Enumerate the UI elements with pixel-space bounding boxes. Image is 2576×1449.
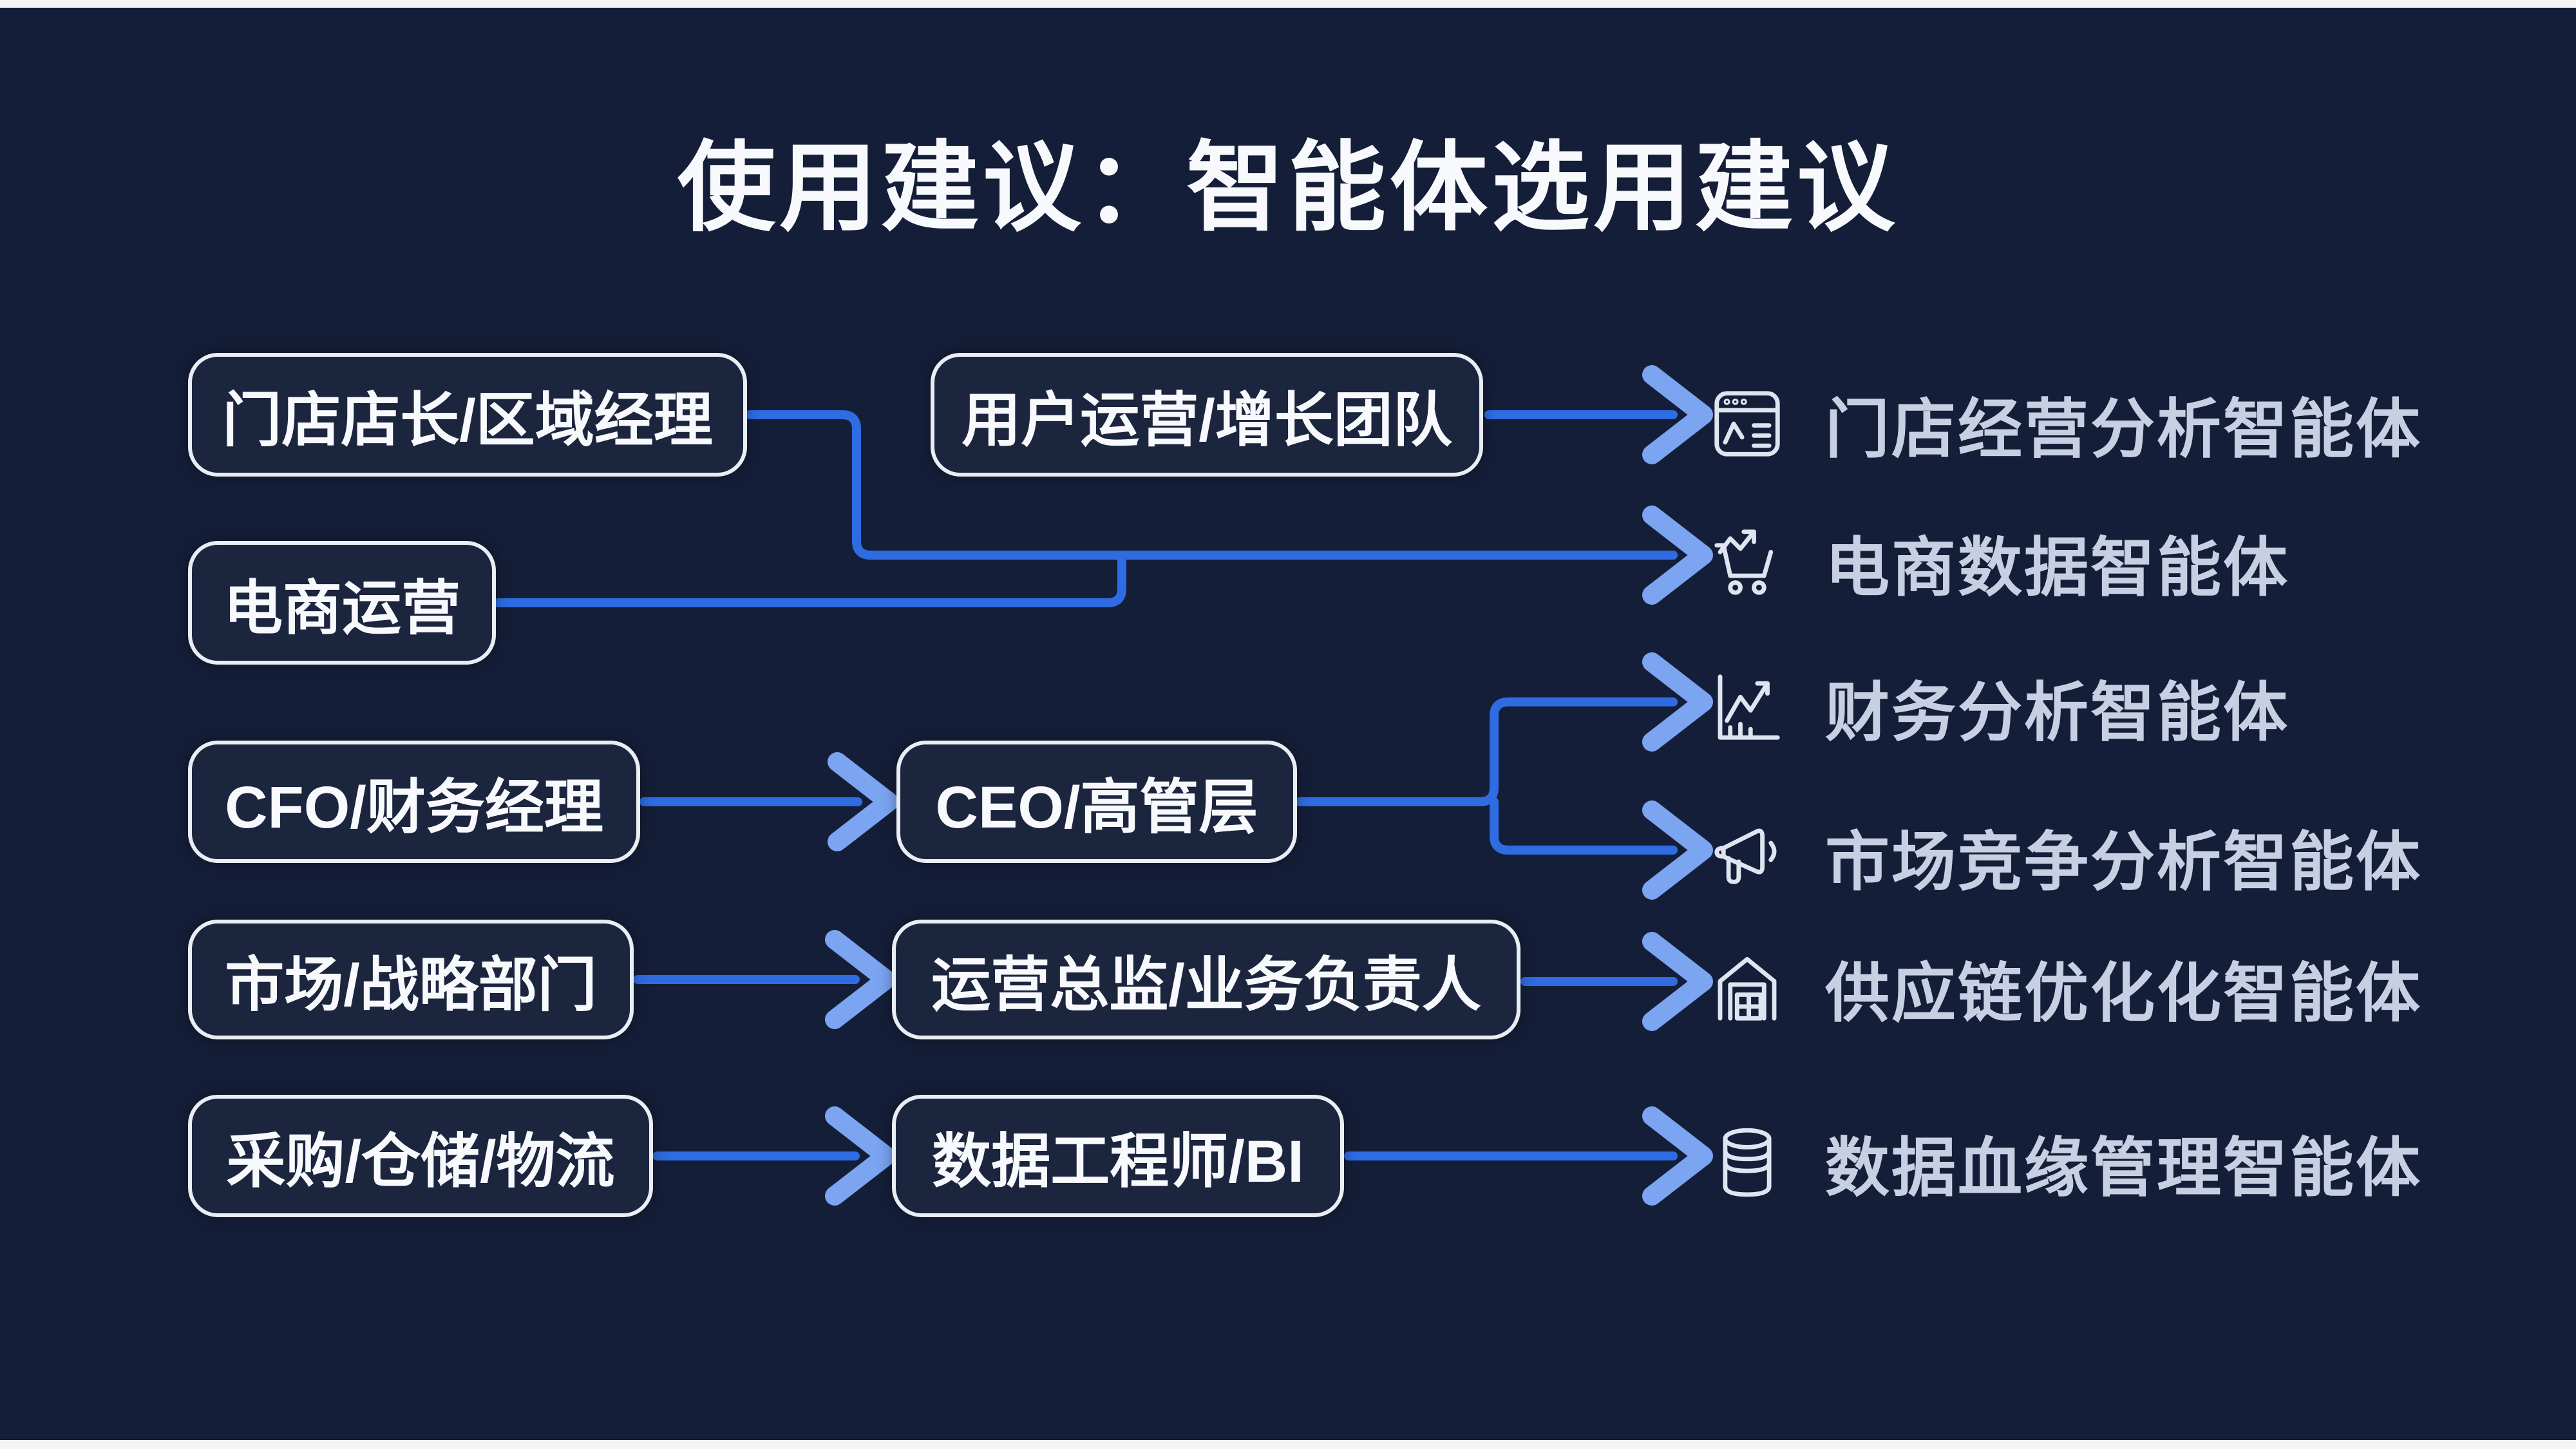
role-label: 运营总监/业务负责人 [931,952,1481,1018]
connector-ceo-to-market-agent [1490,797,1678,855]
role-label: 门店店长/区域经理 [222,387,713,453]
role-label: 用户运营/增长团队 [961,387,1452,453]
role-box-marketing-strategy: 市场/战略部门 [188,920,634,1039]
browser-chart-icon [1707,383,1788,464]
connector-ceo-to-finance-agent [1295,697,1678,806]
megaphone-icon [1707,816,1788,897]
agent-label: 电商数据智能体 [1825,532,2289,604]
agent-row-ecommerce-data: 电商数据智能体 [1707,515,2289,609]
agent-label: 市场竞争分析智能体 [1825,826,2422,898]
role-box-operations-director: 运营总监/业务负责人 [892,920,1520,1039]
agent-label: 门店经营分析智能体 [1825,393,2422,466]
role-label: 市场/战略部门 [225,952,597,1018]
agent-row-finance-analysis: 财务分析智能体 [1707,660,2289,753]
arrowhead-ceo [828,752,898,851]
role-box-ecommerce-operations: 电商运营 [188,541,496,665]
agent-label: 数据血缘管理智能体 [1825,1132,2422,1204]
agent-label: 供应链优化化智能体 [1825,958,2422,1030]
arrowhead-market-agent [1642,800,1713,900]
agent-row-supply-chain: 供应链优化化智能体 [1707,941,2422,1034]
role-box-cfo: CFO/财务经理 [188,741,640,863]
connector-store-manager-to-ecom-agent [745,410,1678,560]
warehouse-icon [1707,947,1788,1028]
growth-chart-icon [1707,667,1788,748]
arrowhead-finance-agent [1642,652,1713,752]
arrowhead-lineage-agent [1642,1106,1713,1206]
top-edge-strip [0,0,2576,8]
role-box-procurement-logistics: 采购/仓储/物流 [188,1095,653,1217]
role-label: 电商运营 [223,575,460,641]
role-label: 数据工程师/BI [932,1128,1304,1195]
agent-row-store-analysis: 门店经营分析智能体 [1707,377,2422,470]
agent-row-data-lineage: 数据血缘管理智能体 [1707,1115,2422,1209]
arrowhead-store-agent [1642,365,1713,464]
role-label: CFO/财务经理 [225,774,603,840]
role-label: 采购/仓储/物流 [226,1128,615,1195]
connector-ecom-ops-to-ecom-agent [494,551,1126,607]
cart-trend-icon [1707,522,1788,603]
role-box-data-engineer: 数据工程师/BI [892,1095,1344,1217]
agent-row-market-competition: 市场竞争分析智能体 [1707,810,2422,903]
arrowhead-ops-director [825,930,896,1029]
database-icon [1707,1122,1788,1203]
role-label: CEO/高管层 [935,774,1258,840]
bottom-edge-strip [0,1440,2576,1449]
role-box-user-operations: 用户运营/增长团队 [931,353,1483,477]
role-box-ceo: CEO/高管层 [896,741,1297,863]
arrowhead-data-engineer [825,1106,896,1206]
agent-label: 财务分析智能体 [1825,677,2289,749]
arrowhead-ecom-agent [1642,506,1713,605]
arrowhead-supply-agent [1642,932,1713,1031]
role-box-store-manager: 门店店长/区域经理 [188,353,747,477]
page-title: 使用建议：智能体选用建议 [677,133,1899,243]
